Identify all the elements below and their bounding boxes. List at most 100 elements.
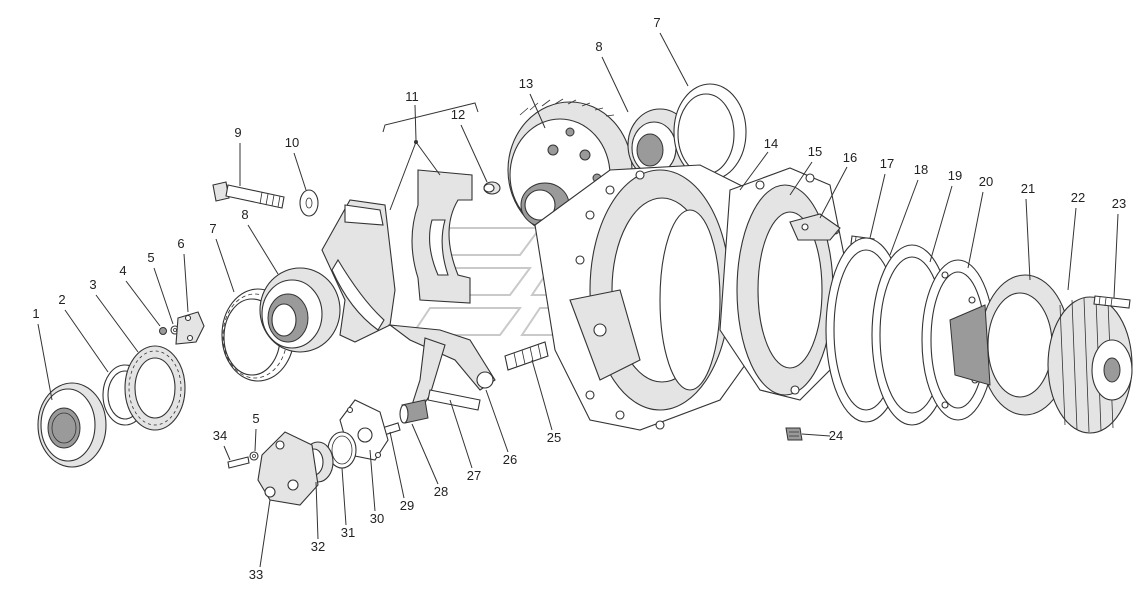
callout-label-8a: 8 <box>241 207 248 222</box>
leader-line-27 <box>449 399 473 469</box>
callout-label-5a: 5 <box>147 250 154 265</box>
callout-label-19: 19 <box>948 168 962 183</box>
leader-line-5a <box>153 267 174 325</box>
part-23-bolt <box>1093 295 1131 309</box>
leader-line-31 <box>341 467 347 526</box>
leader-line-32 <box>315 481 319 540</box>
part-16-plate <box>789 213 841 241</box>
leader-line-8b <box>601 56 629 113</box>
callout-label-34: 34 <box>213 428 227 443</box>
part-22-pinion-gear <box>1047 296 1133 434</box>
part-9-bolt <box>212 181 285 209</box>
part-11-bearing-cap <box>321 169 473 343</box>
leader-line-1 <box>37 323 53 401</box>
part-10-washer <box>299 189 319 217</box>
leader-line-34 <box>223 445 231 461</box>
leader-line-24 <box>801 433 831 437</box>
part-12-bushing <box>483 181 501 195</box>
callout-label-27: 27 <box>467 468 481 483</box>
leader-line-20 <box>967 191 984 269</box>
leader-line-5b <box>254 428 257 452</box>
leader-line-29 <box>389 431 405 499</box>
callout-label-12: 12 <box>451 107 465 122</box>
leader-line-22 <box>1067 207 1077 291</box>
leader-line-2 <box>64 309 109 373</box>
leader-line-19 <box>929 185 953 263</box>
callout-label-8b: 8 <box>595 39 602 54</box>
callout-label-26: 26 <box>503 452 517 467</box>
callout-label-25: 25 <box>547 430 561 445</box>
part-24-nut <box>785 427 803 441</box>
callout-label-31: 31 <box>341 525 355 540</box>
part-26-lever <box>388 324 496 391</box>
callout-label-6: 6 <box>177 236 184 251</box>
leader-line-3 <box>95 294 139 353</box>
callout-label-30: 30 <box>370 511 384 526</box>
leader-line-21 <box>1025 198 1031 281</box>
part-25-spring <box>504 341 549 371</box>
callout-label-11: 11 <box>405 89 419 104</box>
callout-label-17: 17 <box>880 156 894 171</box>
part-33-actuator-body <box>257 431 319 506</box>
leader-line-4 <box>125 280 161 327</box>
callout-label-18: 18 <box>914 162 928 177</box>
callout-label-5b: 5 <box>252 411 259 426</box>
callout-label-23: 23 <box>1112 196 1126 211</box>
callout-label-7a: 7 <box>209 221 216 236</box>
callout-label-9: 9 <box>234 125 241 140</box>
callout-label-33: 33 <box>249 567 263 582</box>
leader-line-13 <box>529 93 546 129</box>
callout-label-1: 1 <box>32 306 39 321</box>
callout-label-4: 4 <box>119 263 126 278</box>
part-4-bolt <box>159 327 167 335</box>
leader-line-33 <box>259 499 271 568</box>
part-7-bearing-cup-right <box>673 83 747 181</box>
callout-label-32: 32 <box>311 539 325 554</box>
part-27-fork <box>411 337 481 411</box>
callout-label-10: 10 <box>285 135 299 150</box>
part-8-bearing-left <box>259 267 341 353</box>
callout-label-21: 21 <box>1021 181 1035 196</box>
part-21-pinion-housing <box>949 274 1071 416</box>
part-5-washer-lower <box>249 451 259 461</box>
callout-label-7b: 7 <box>653 15 660 30</box>
part-34-bolt <box>227 456 250 469</box>
part-3-clutch-ring <box>124 345 186 431</box>
leader-line-8a <box>247 224 279 275</box>
callout-label-29: 29 <box>400 498 414 513</box>
callout-label-15: 15 <box>808 144 822 159</box>
part-1-flange <box>37 382 107 468</box>
leader-line-25 <box>531 359 553 431</box>
part-11-bracket <box>382 102 479 211</box>
callout-label-13: 13 <box>519 76 533 91</box>
leader-lines <box>37 32 1119 568</box>
leader-line-16 <box>819 166 848 219</box>
callout-label-24: 24 <box>829 428 843 443</box>
callout-label-20: 20 <box>979 174 993 189</box>
callout-label-3: 3 <box>89 277 96 292</box>
leader-line-7a <box>215 238 235 293</box>
callout-label-28: 28 <box>434 484 448 499</box>
part-14-housing <box>534 164 771 431</box>
callout-label-14: 14 <box>764 136 778 151</box>
leader-line-26 <box>485 389 509 453</box>
leader-line-18 <box>889 179 919 256</box>
callout-label-2: 2 <box>58 292 65 307</box>
leader-line-23 <box>1113 213 1119 299</box>
leader-line-10 <box>293 152 307 191</box>
leader-line-17 <box>869 173 886 239</box>
leader-line-14 <box>739 151 769 191</box>
leader-line-12 <box>460 124 488 183</box>
leader-line-6 <box>183 253 189 313</box>
callout-label-22: 22 <box>1071 190 1085 205</box>
callout-label-16: 16 <box>843 150 857 165</box>
leader-line-15 <box>789 161 813 196</box>
leader-line-28 <box>411 423 439 485</box>
leader-line-7b <box>659 32 689 87</box>
part-6-lock-plate <box>175 311 205 345</box>
part-28-pin <box>399 399 429 424</box>
leader-line-30 <box>369 449 376 512</box>
